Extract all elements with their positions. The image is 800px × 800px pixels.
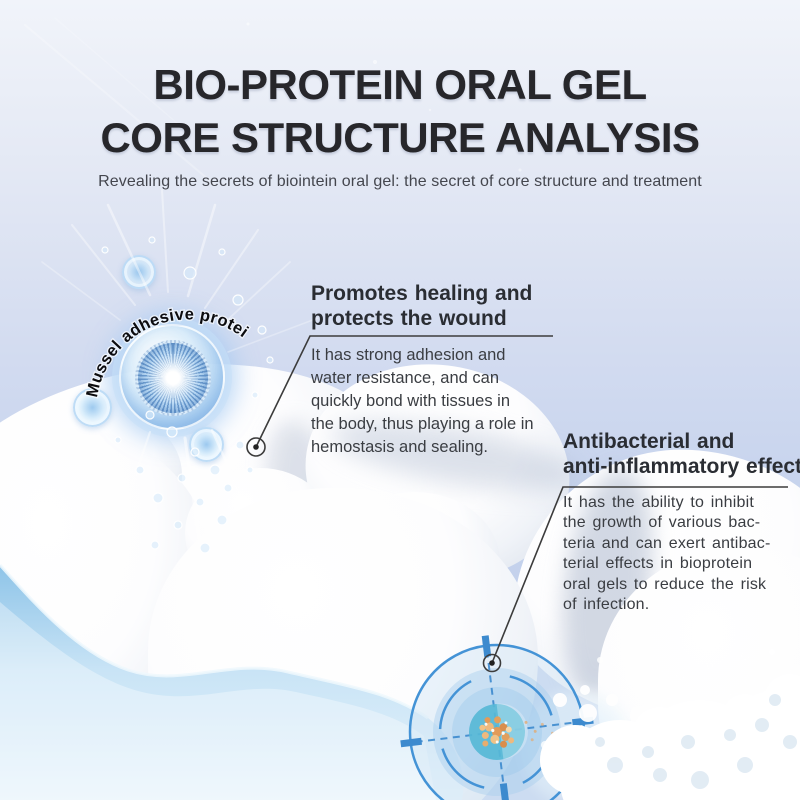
callout-healing: Promotes healing and protects the wound …	[311, 281, 566, 459]
page-subtitle: Revealing the secrets of biointein oral …	[98, 173, 702, 190]
callout-body: It has strong adhesion and water resista…	[311, 346, 534, 456]
page-title: BIO-PROTEIN ORAL GEL CORE STRUCTURE ANAL…	[0, 58, 800, 164]
callout-heading: Promotes healing and protects the wound	[311, 282, 533, 330]
callout-heading: Antibacterial and anti-inflammatory effe…	[563, 430, 800, 478]
title-line-1: BIO-PROTEIN ORAL GEL	[153, 61, 647, 108]
antibacterial-target-graphic	[400, 635, 594, 800]
header: BIO-PROTEIN ORAL GEL CORE STRUCTURE ANAL…	[0, 58, 800, 191]
title-line-2: CORE STRUCTURE ANALYSIS	[100, 114, 700, 161]
callout-antibacterial: Antibacterial and anti-inflammatory effe…	[563, 429, 800, 615]
gel-wave	[0, 563, 464, 800]
callout-body: It has the ability to inhibit the growth…	[563, 494, 771, 614]
